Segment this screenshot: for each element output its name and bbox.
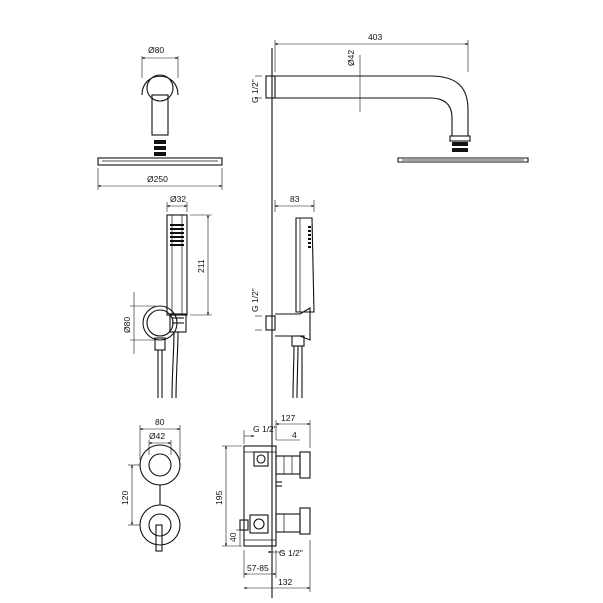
hand-front-view: Ø32 211 Ø80 <box>122 194 212 399</box>
head-plate-dia-label: Ø250 <box>147 174 168 184</box>
arm-dia-label: Ø42 <box>346 50 356 66</box>
holder-dia-label: Ø80 <box>122 317 132 333</box>
knob-spacing-label: 120 <box>120 491 130 505</box>
valve-thread-top-label: G 1/2" <box>253 424 277 434</box>
plate-width-label: 80 <box>155 417 165 427</box>
hand-side-view: 83 G 1/2" <box>250 194 315 399</box>
head-front-view: Ø80 Ø250 <box>97 45 223 190</box>
arm-side-view: 403 Ø42 G 1/2" <box>250 32 529 163</box>
valve-thread-bottom-label: G 1/2" <box>279 548 303 558</box>
valve-height-label: 195 <box>214 491 224 505</box>
hand-dia-label: Ø32 <box>170 194 186 204</box>
valve-wall-range-label: 57-85 <box>247 563 269 573</box>
arm-thread-label: G 1/2" <box>250 79 260 103</box>
valve-depth-bottom-label: 132 <box>278 577 292 587</box>
hand-length-label: 211 <box>196 259 206 273</box>
mixer-front-view: 80 Ø42 120 <box>120 417 181 552</box>
valve-offset-label: 40 <box>228 532 238 542</box>
head-top-dia-label: Ø80 <box>148 45 164 55</box>
mixer-side-view: 127 G 1/2" 4 195 40 G 1/2" 57-85 132 <box>214 413 311 592</box>
holder-thread-label: G 1/2" <box>250 288 260 312</box>
arm-length-label: 403 <box>368 32 382 42</box>
knob-dia-label: Ø42 <box>149 431 165 441</box>
valve-depth-top-label: 127 <box>281 413 295 423</box>
valve-small-label: 4 <box>292 430 297 440</box>
holder-depth-label: 83 <box>290 194 300 204</box>
